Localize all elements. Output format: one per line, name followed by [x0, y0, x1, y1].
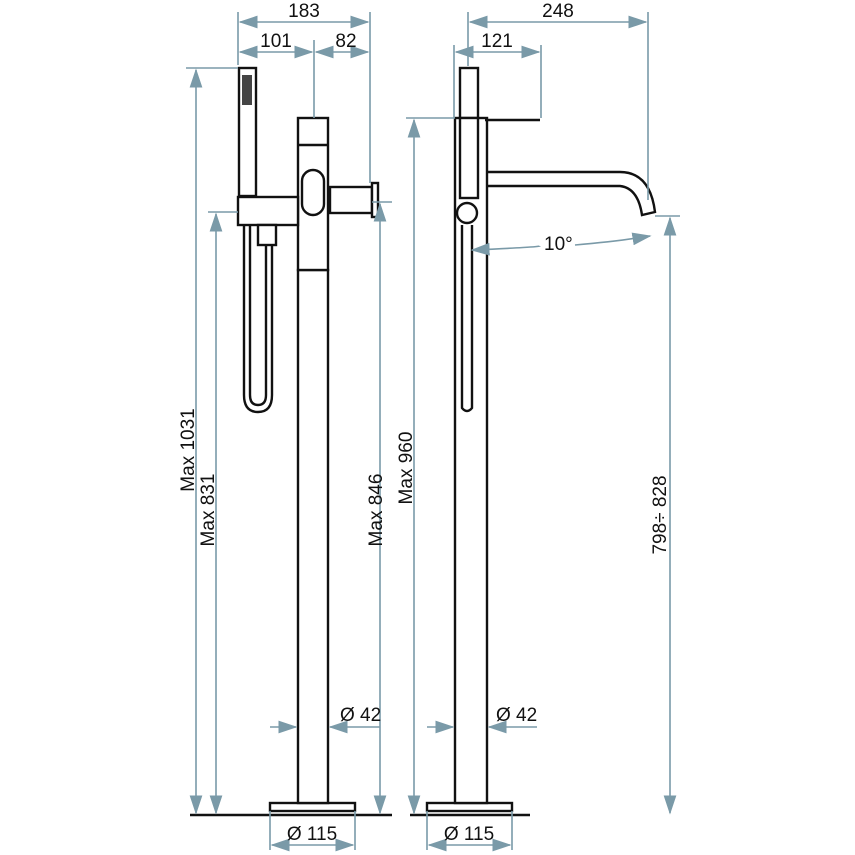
lever	[300, 168, 326, 217]
dim-base-diameter: Ø 115	[444, 824, 494, 845]
dim-pipe-diameter: Ø 42	[496, 705, 537, 726]
right-dimensions: 248 121 10° Max 960 798÷ 828 Ø 42 Ø 115	[396, 1, 680, 852]
dim-height-spout: Max 846	[366, 474, 387, 547]
dim-base-diameter: Ø 115	[287, 824, 337, 845]
dim-width-right: 82	[335, 31, 356, 52]
diverter-knob	[328, 185, 374, 215]
dim-angle: 10°	[544, 234, 573, 255]
dim-height-spout: 798÷ 828	[650, 475, 671, 554]
hose	[242, 225, 274, 414]
left-dimensions: 183 101 82 Max 1031 Max 831 Max 846 Ø 42…	[178, 1, 392, 852]
shower-head-nozzles	[242, 75, 252, 105]
shower-holder	[236, 195, 300, 227]
pipe	[296, 268, 330, 805]
left-front-view	[190, 66, 392, 817]
dim-width-total: 183	[288, 1, 320, 22]
right-side-view	[410, 66, 657, 817]
dim-width-total: 248	[542, 1, 574, 22]
dim-width-handle: 121	[481, 31, 513, 52]
dim-width-left: 101	[260, 31, 292, 52]
dim-height-total: Max 1031	[178, 408, 199, 491]
hand-shower	[458, 66, 480, 120]
dim-height-hand-shower: Max 831	[198, 474, 219, 547]
pipe	[453, 116, 489, 805]
dim-pipe-diameter: Ø 42	[340, 705, 381, 726]
dim-height-max: Max 960	[396, 432, 417, 505]
spout	[487, 170, 657, 217]
holder-knob	[455, 201, 479, 225]
